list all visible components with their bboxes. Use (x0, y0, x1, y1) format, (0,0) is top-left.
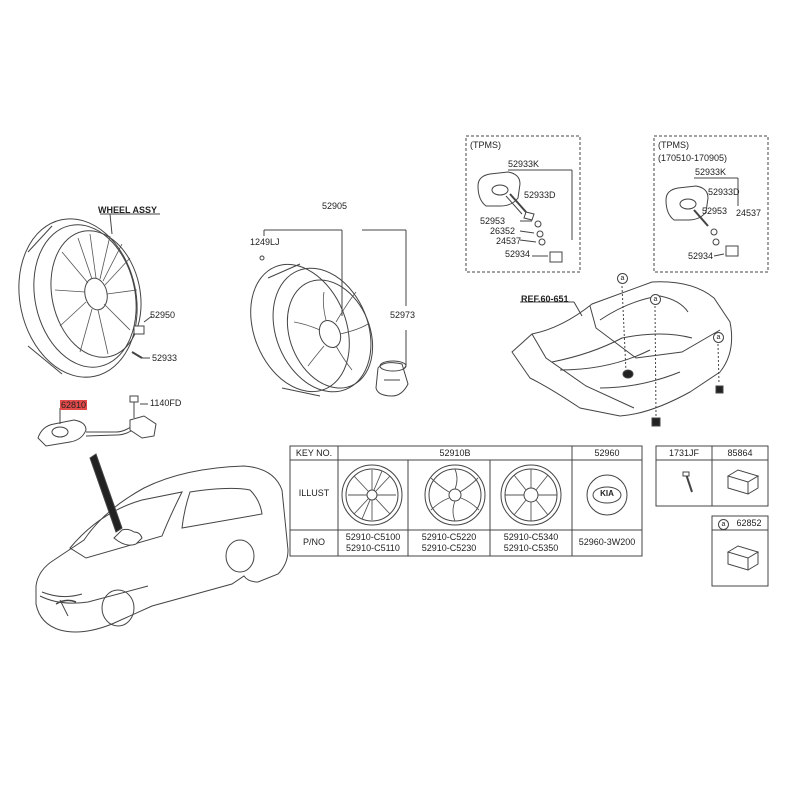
side-header-pad2: 62852 (736, 518, 762, 528)
tpms2-52933d: 52933D (708, 187, 740, 197)
floor-ref-label: REF.60-651 (521, 294, 569, 304)
tpms2-24537: 24537 (736, 208, 762, 218)
tpms1-24537: 24537 (496, 236, 522, 246)
hub-cap-illust (586, 474, 628, 516)
part-label-1140fd: 1140FD (150, 398, 182, 408)
floor-callout-a-1: a (617, 273, 628, 284)
tpms1-52933d: 52933D (524, 190, 556, 200)
hub-cap-logo-text: KIA (600, 489, 614, 498)
tpms2-52933k: 52933K (695, 167, 727, 177)
part-label-52933: 52933 (152, 353, 178, 363)
part-label-62810: 62810 (60, 400, 88, 410)
floor-pan-illustration (511, 281, 733, 427)
floor-callout-a-3: a (713, 332, 724, 343)
floor-callout-a-2: a (650, 294, 661, 305)
tpms1-52933k: 52933K (508, 159, 540, 169)
tpms1-title: (TPMS) (470, 140, 501, 150)
wheel-assy-title: WHEEL ASSY (98, 205, 158, 215)
tpms2-date-range: (170510-170905) (658, 153, 728, 163)
wheel-assembly-illustration (18, 213, 160, 378)
tpms1-26352: 26352 (490, 226, 516, 236)
part-label-1249lj: 1249LJ (250, 237, 280, 247)
tpms-box-2 (653, 135, 769, 273)
tpms1-52934: 52934 (505, 249, 531, 259)
spare-wheel-illustration (250, 229, 409, 397)
tpms2-title: (TPMS) (658, 140, 689, 150)
vehicle-illustration (35, 453, 289, 633)
table-row-pno-label: P/NO (302, 537, 325, 547)
tpms-box-1 (465, 135, 581, 273)
pad-illust-2 (726, 545, 760, 571)
side-callout-a: a (718, 519, 729, 530)
side-parts-table (655, 445, 769, 587)
table-row-illust-label: ILLUST (298, 488, 330, 498)
side-header-bolt: 1731JF (668, 448, 700, 458)
tpms2-52934: 52934 (688, 251, 714, 261)
table-header-cap-key: 52960 (594, 448, 620, 458)
pad-illust-1 (726, 469, 760, 495)
spare-tire-carrier-illustration (37, 395, 157, 447)
tpms1-52953: 52953 (480, 216, 506, 226)
wheel-illust-3 (500, 464, 562, 526)
pno-1-line1: 52910-C5100 (345, 532, 401, 542)
part-label-52950: 52950 (150, 310, 176, 320)
bolt-illust (682, 471, 693, 493)
wheel-illust-2 (424, 464, 486, 526)
part-number-table (289, 445, 643, 557)
tpms2-52953: 52953 (702, 206, 728, 216)
table-header-key-no: KEY NO. (295, 448, 333, 458)
part-label-52973: 52973 (390, 310, 416, 320)
pno-2-line1: 52910-C5220 (421, 532, 477, 542)
pno-4-line1: 52960-3W200 (578, 537, 636, 547)
table-header-wheel-group: 52910B (439, 448, 471, 458)
pno-1-line2: 52910-C5110 (346, 543, 400, 553)
side-header-pad: 85864 (727, 448, 753, 458)
pno-2-line2: 52910-C5230 (421, 543, 477, 553)
wheel-illust-1 (341, 464, 403, 526)
part-label-52905: 52905 (322, 201, 348, 211)
pno-3-line1: 52910-C5340 (503, 532, 559, 542)
pno-3-line2: 52910-C5350 (503, 543, 559, 553)
